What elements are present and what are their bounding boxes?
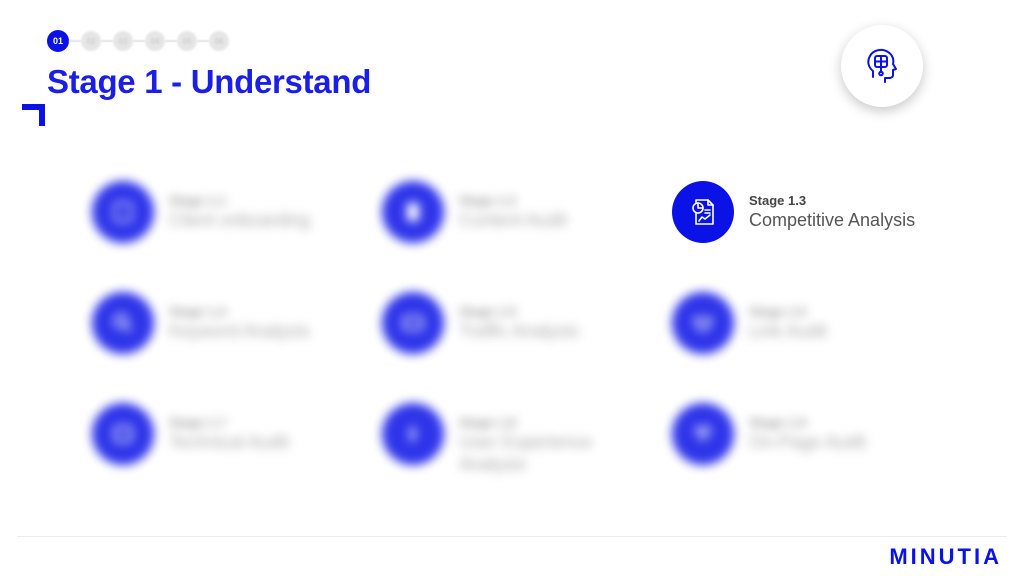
stage-name: Technical Audit	[169, 432, 290, 452]
stage-card-1-1[interactable]: Stage 1.1 Client onboarding	[92, 181, 310, 243]
stage-name: Keyword Analysis	[169, 321, 311, 341]
stage-number: Stage 1.5	[459, 304, 517, 319]
stage-name: Link Audit	[749, 321, 828, 341]
step-connector	[197, 40, 209, 42]
stage-number: Stage 1.3	[749, 193, 807, 208]
page-audit-icon	[672, 403, 734, 465]
step-connector	[101, 40, 113, 42]
stage-name: On-Page Audit	[749, 432, 867, 452]
traffic-icon	[382, 292, 444, 354]
stage-name: User Experience Analysis	[459, 432, 593, 474]
stage-card-1-6[interactable]: Stage 1.6 Link Audit	[672, 292, 827, 354]
stage-card-1-3[interactable]: Stage 1.3 Competitive Analysis	[672, 181, 915, 243]
stage-name: Competitive Analysis	[749, 210, 916, 230]
step-03[interactable]: 03	[113, 31, 133, 51]
corner-bracket-decoration	[22, 104, 45, 126]
step-connector	[165, 40, 177, 42]
page-title: Stage 1 - Understand	[47, 63, 372, 100]
stage-number: Stage 1.4	[169, 304, 227, 319]
step-05[interactable]: 05	[177, 31, 197, 51]
stage-number: Stage 1.8	[459, 415, 517, 430]
stage-card-1-4[interactable]: Stage 1.4 Keyword Analysis	[92, 292, 310, 354]
link-icon	[672, 292, 734, 354]
stage-stepper: 01 02 03 04 05 06	[47, 30, 229, 52]
stage-name: Traffic Analysis	[459, 321, 580, 341]
stage-name: Client onboarding	[169, 210, 311, 230]
technical-icon	[92, 403, 154, 465]
stage-card-1-8[interactable]: Stage 1.8 User Experience Analysis	[382, 403, 609, 475]
step-02[interactable]: 02	[81, 31, 101, 51]
stage-card-1-9[interactable]: Stage 1.9 On-Page Audit	[672, 403, 866, 465]
keyword-icon	[92, 292, 154, 354]
onboarding-icon	[92, 181, 154, 243]
stage-card-1-2[interactable]: Stage 1.2 Content Audit	[382, 181, 567, 243]
brand-logo: MINUTIA	[889, 544, 1002, 569]
stage-card-1-7[interactable]: Stage 1.7 Technical Audit	[92, 403, 289, 465]
step-06[interactable]: 06	[209, 31, 229, 51]
document-icon	[382, 181, 444, 243]
stage-number: Stage 1.6	[749, 304, 807, 319]
stage-number: Stage 1.2	[459, 193, 517, 208]
step-04[interactable]: 04	[145, 31, 165, 51]
stage-number: Stage 1.9	[749, 415, 807, 430]
footer-divider	[17, 536, 1007, 537]
stage-number: Stage 1.1	[169, 193, 227, 208]
step-01[interactable]: 01	[47, 30, 69, 52]
analysis-report-icon	[672, 181, 734, 243]
stage-name: Content Audit	[459, 210, 568, 230]
ux-icon	[382, 403, 444, 465]
head-brain-icon	[841, 25, 923, 107]
stage-card-1-5[interactable]: Stage 1.5 Traffic Analysis	[382, 292, 579, 354]
stage-number: Stage 1.7	[169, 415, 227, 430]
step-connector	[69, 40, 81, 42]
step-connector	[133, 40, 145, 42]
